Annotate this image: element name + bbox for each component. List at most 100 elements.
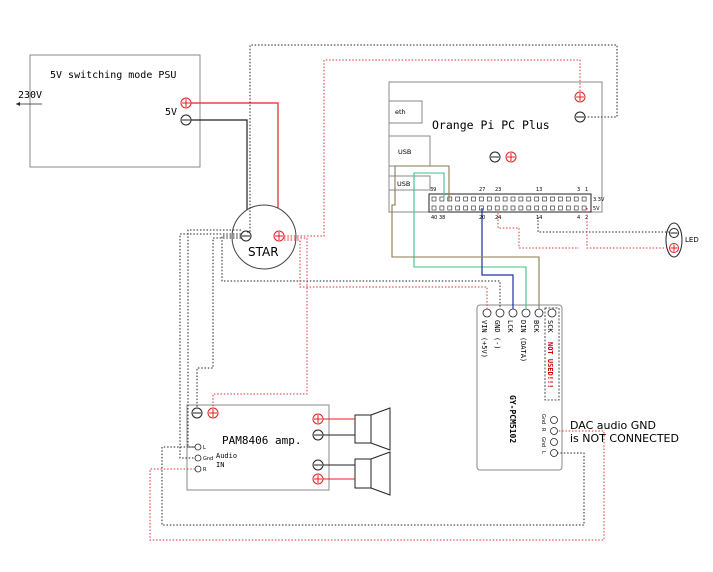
gpio-pin — [558, 196, 563, 202]
amp-out2-plus-icon — [312, 473, 324, 485]
gpio-pin — [581, 196, 587, 202]
gpio-pin — [439, 205, 445, 211]
gpio-pin — [542, 205, 547, 211]
gpio-pin — [471, 196, 476, 202]
gpio-pin — [534, 205, 540, 211]
dac-label-bck: BCK — [532, 320, 540, 333]
opi-top-minus-icon — [574, 111, 586, 123]
gpio-pin — [486, 205, 492, 211]
gpio-pin — [463, 205, 468, 211]
amp-board — [186, 404, 330, 491]
wire-din-green — [413, 172, 527, 309]
gpio-pin — [518, 196, 524, 202]
dac-out-label-r: R — [540, 428, 546, 432]
psu-plus-icon — [180, 97, 192, 109]
gpio-pin — [542, 196, 547, 202]
gpio-label-14: 14 — [536, 215, 542, 221]
dac-pin-vin — [482, 308, 492, 318]
amp-plus-icon — [207, 407, 219, 419]
dac-label-sck: SCK — [546, 320, 554, 333]
psu-box — [29, 54, 201, 168]
gpio-pin — [510, 196, 516, 202]
wire-star-5v-to-opi — [284, 59, 581, 237]
wire-gpio-to-led-minus — [537, 217, 669, 233]
wire-star-gnd-to-amp — [196, 237, 241, 408]
dac-label-gnd: GND (-) — [493, 320, 501, 350]
usb-port-1 — [388, 135, 431, 167]
gpio-pin — [455, 196, 461, 202]
star-minus-icon — [240, 230, 252, 242]
amp-label: PAM8406 amp. — [222, 434, 301, 447]
gpio-pin — [502, 196, 508, 202]
orangepi-label: Orange Pi PC Plus — [432, 118, 550, 132]
eth-port — [388, 100, 423, 124]
gpio-pin — [455, 205, 461, 211]
amp-minus-icon — [191, 407, 203, 419]
mains-label: 230V — [18, 90, 42, 101]
gpio-pin — [573, 196, 579, 202]
amp-audio-label: Audio — [216, 452, 237, 460]
wire-star-5v-to-dac — [284, 239, 488, 309]
gpio-pin — [550, 196, 555, 202]
amp-out1-minus-icon — [312, 429, 324, 441]
gpio-label-40: 40 38 — [431, 215, 445, 221]
gpio-pin — [565, 196, 571, 202]
dac-model-label: GY-PCM5102 — [508, 395, 517, 443]
opi-top-plus-icon — [574, 91, 586, 103]
usb-label-2: USB — [397, 180, 410, 188]
gpio-label-13: 13 — [536, 187, 542, 193]
gpio-pin — [431, 196, 437, 202]
usb-port-2 — [388, 175, 431, 191]
speaker-icon-2 — [354, 451, 391, 496]
gpio-pin — [471, 205, 476, 211]
wire-gpio-status — [497, 213, 579, 249]
psu-minus-wire — [191, 119, 248, 228]
dac-label-vin: VIN (+5V) — [480, 320, 488, 358]
psu-output-label: 5V — [165, 107, 177, 118]
gpio-label-39: 39 — [430, 187, 436, 193]
gpio-label-3v3: 3.3V — [593, 197, 605, 203]
dac-pin-sck — [547, 308, 557, 318]
wire-star-gnd-to-dac — [221, 235, 501, 309]
dac-pin-lck — [508, 308, 518, 318]
star-label: STAR — [248, 245, 279, 259]
dac-out-label-gnd2: Gnd — [540, 437, 546, 447]
dac-pin-out-gnd — [550, 416, 558, 424]
amp-input-label-gnd: Gnd — [203, 456, 213, 462]
gpio-pin — [447, 205, 453, 211]
amp-out1-plus-icon — [312, 413, 324, 425]
gpio-pin — [510, 205, 516, 211]
gpio-label-5v: 5V — [593, 206, 600, 212]
opi-mid-plus-icon — [505, 151, 517, 163]
amp-input-l — [194, 443, 202, 451]
gpio-pin — [439, 196, 445, 202]
dac-pin-bck — [534, 308, 544, 318]
dac-label-din: DIN (DATA) — [519, 320, 527, 362]
dac-pin-din — [521, 308, 531, 318]
dac-out-label-l: L — [540, 451, 546, 454]
gpio-pin — [573, 205, 579, 211]
wire-gpio-to-led-plus — [586, 208, 669, 249]
amp-input-gnd — [194, 454, 202, 462]
gpio-pin — [486, 196, 492, 202]
gpio-pin — [518, 205, 524, 211]
psu-label: 5V switching mode PSU — [50, 70, 176, 81]
dac-pin-out-l — [550, 449, 558, 457]
gpio-label-27: 27 — [479, 187, 485, 193]
gpio-pin — [550, 205, 555, 211]
wire-bck-brown — [391, 165, 540, 309]
dac-label-lck: LCK — [506, 320, 514, 333]
gpio-pin — [494, 196, 500, 202]
wire-dac-r-to-amp — [149, 430, 605, 541]
wire-amp-gnd-in — [179, 233, 241, 459]
usb-label-1: USB — [398, 148, 411, 156]
dac-pin-gnd — [495, 308, 505, 318]
dac-sck-box — [544, 307, 560, 401]
dac-pin-out-gnd2 — [550, 438, 558, 446]
gpio-label-1: 1 — [585, 187, 588, 193]
wire-lck-blue — [481, 208, 514, 309]
speaker-icon-1 — [354, 407, 391, 451]
psu-plus-wire — [191, 102, 279, 228]
